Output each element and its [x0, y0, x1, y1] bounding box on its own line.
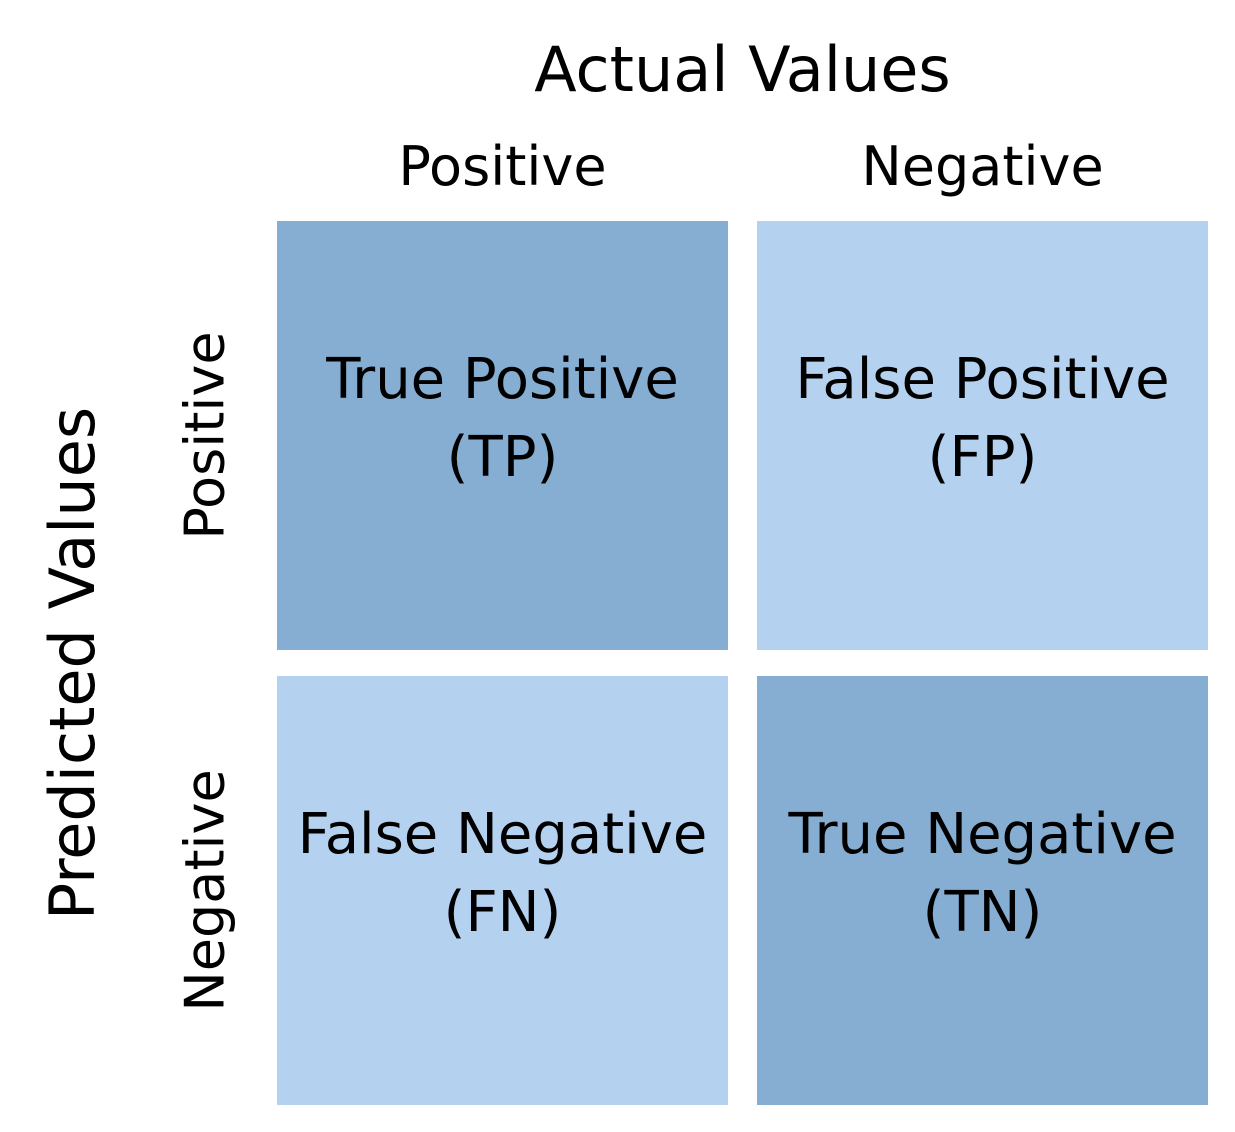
cell-true-negative: True Negative (TN): [757, 676, 1208, 1105]
cell-false-negative-abbr: (FN): [443, 879, 562, 945]
cell-true-negative-abbr: (TN): [922, 879, 1043, 945]
cell-true-negative-label: True Negative: [788, 801, 1177, 867]
cell-true-positive-abbr: (TP): [446, 424, 559, 490]
cell-true-positive-label: True Positive: [326, 346, 679, 412]
cell-false-positive-label: False Positive: [795, 346, 1170, 412]
cell-false-negative: False Negative (FN): [277, 676, 728, 1105]
row-label-positive-container: Positive: [165, 221, 245, 650]
actual-values-title: Actual Values: [534, 33, 951, 106]
column-label-negative: Negative: [861, 135, 1104, 198]
predicted-values-title: Predicted Values: [36, 406, 110, 920]
cell-false-positive-abbr: (FP): [927, 424, 1038, 490]
predicted-values-title-container: Predicted Values: [28, 221, 118, 1105]
column-label-positive: Positive: [398, 135, 607, 198]
row-label-negative: Negative: [173, 769, 237, 1012]
cell-true-positive: True Positive (TP): [277, 221, 728, 650]
row-label-negative-container: Negative: [165, 676, 245, 1105]
row-label-positive: Positive: [173, 331, 237, 540]
cell-false-positive: False Positive (FP): [757, 221, 1208, 650]
cell-false-negative-label: False Negative: [297, 801, 708, 867]
